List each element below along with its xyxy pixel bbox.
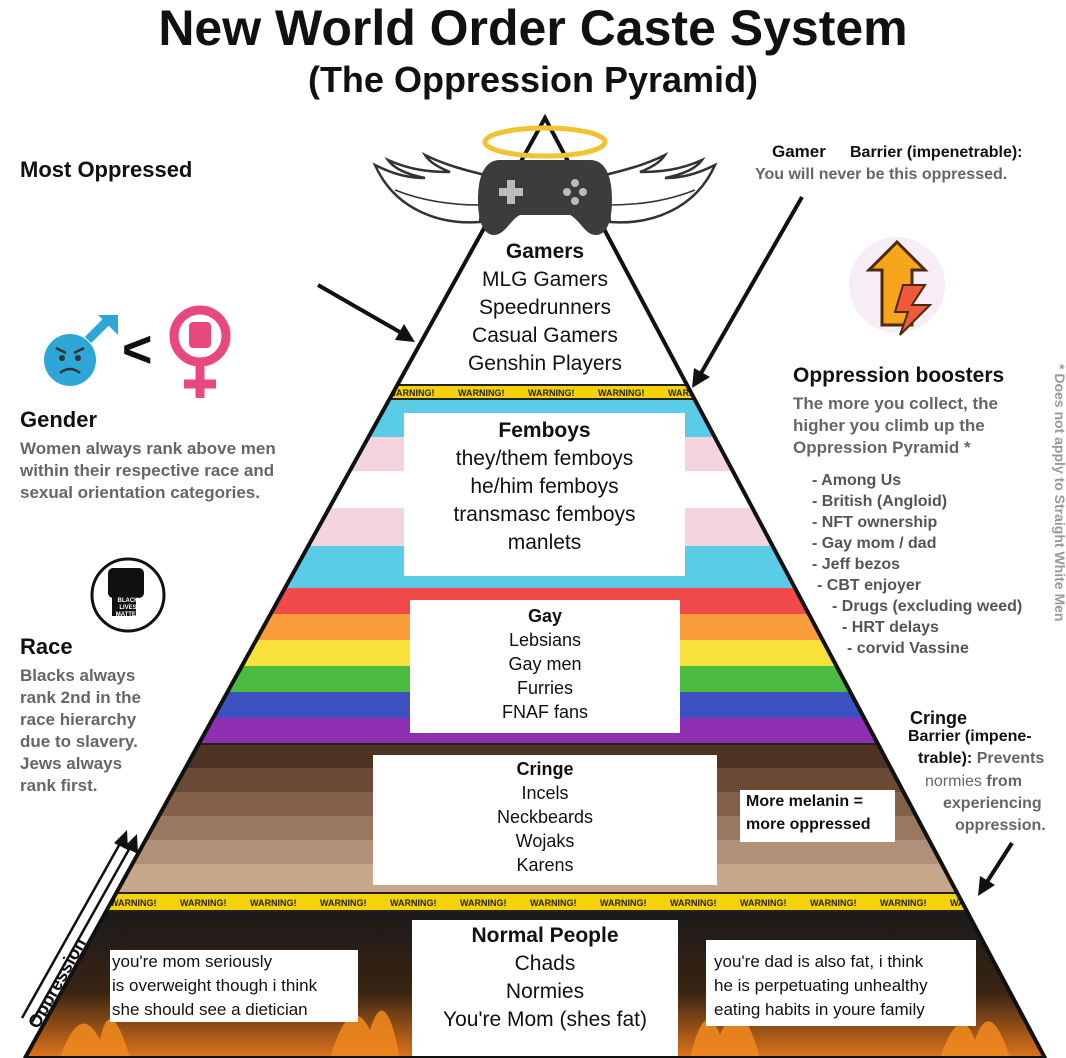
tier-gamers: Gamers MLG Gamers Speedrunners Casual Ga… xyxy=(445,238,645,380)
warning-label: WARNING! xyxy=(810,898,857,908)
less-than-symbol: < xyxy=(122,321,153,379)
blm-badge-icon xyxy=(90,557,166,633)
page-title: New World Order Caste System xyxy=(158,0,908,56)
warning-label: WARNING! xyxy=(390,898,437,908)
tier-item: Neckbeards xyxy=(496,807,594,827)
booster-item: - NFT ownership xyxy=(812,514,938,531)
cringe-barrier-subtitle: Barrier (impene- xyxy=(908,728,1032,745)
warning-label: WARNING! xyxy=(670,898,717,908)
warning-label: WARNING! xyxy=(950,898,997,908)
warning-label: WARNING! xyxy=(180,898,227,908)
booster-item: - Gay mom / dad xyxy=(812,535,937,552)
tier-item: Wojaks xyxy=(515,831,575,851)
tier-item: transmasc femboys xyxy=(453,503,636,526)
warning-label: WARNING! xyxy=(530,898,577,908)
tier-item: Chads xyxy=(514,952,576,975)
tier-item: Casual Gamers xyxy=(472,324,618,347)
tier-heading: Normal People xyxy=(471,924,619,947)
game-controller-icon xyxy=(478,160,612,235)
booster-item: - HRT delays xyxy=(842,619,939,636)
tier-item: Incels xyxy=(521,783,569,803)
warning-label: WARNING! xyxy=(460,898,507,908)
tier-heading: Cringe xyxy=(516,759,574,779)
oppression-booster-icon xyxy=(849,237,945,336)
tier-heading: Femboys xyxy=(498,419,591,442)
tier-normal: Normal People Chads Normies You're Mom (… xyxy=(412,920,678,1056)
cringe-barrier-line: oppression. xyxy=(955,817,1046,834)
melanin-note: More melanin = more oppressed xyxy=(740,790,895,842)
tier-heading: Gamers xyxy=(505,240,585,263)
warning-label: WARNING! xyxy=(600,898,647,908)
race-description: Blacks always rank 2nd in the race hiera… xyxy=(20,666,141,795)
cringe-barrier-line: normies from xyxy=(925,773,1022,790)
booster-item: - British (Angloid) xyxy=(812,493,948,510)
boosters-list: - Among Us - British (Angloid) - NFT own… xyxy=(812,470,1022,659)
cringe-barrier-arrow xyxy=(978,841,1014,896)
tier-femboys: Femboys they/them femboys he/him femboys… xyxy=(404,413,685,576)
gender-heading: Gender xyxy=(20,407,98,432)
gamer-barrier-text: You will never be this oppressed. xyxy=(755,166,1008,183)
gamer-barrier-subtitle: Barrier (impenetrable): xyxy=(850,144,1023,161)
tier-item: FNAF fans xyxy=(501,702,589,722)
tier-item: Speedrunners xyxy=(479,296,611,319)
bottom-left-note: you're mom seriously is overweight thoug… xyxy=(110,950,358,1022)
gamer-barrier-arrow xyxy=(692,196,804,388)
warning-label: WARNING! xyxy=(528,388,575,398)
female-symbol-icon xyxy=(169,305,231,398)
race-heading: Race xyxy=(20,634,73,659)
cringe-barrier-tape xyxy=(25,892,1045,912)
warning-label: WARNING! xyxy=(250,898,297,908)
warning-label: WARNING! xyxy=(320,898,367,908)
boosters-description: The more you collect, the higher you cli… xyxy=(793,394,998,457)
booster-item: - corvid Vassine xyxy=(847,640,969,657)
oppression-axis-arrows xyxy=(20,830,138,1023)
tier-item: Normies xyxy=(505,980,585,1003)
tier-item: Lebsians xyxy=(508,630,582,650)
most-oppressed-label: Most Oppressed xyxy=(20,157,193,182)
warning-label: WARNING! xyxy=(458,388,505,398)
tier-heading: Gay xyxy=(527,606,563,626)
tier-item: Karens xyxy=(516,855,574,875)
wing-right-icon xyxy=(603,151,718,224)
tier-item: he/him femboys xyxy=(470,475,619,498)
male-symbol-icon xyxy=(44,314,118,386)
tier-item: Genshin Players xyxy=(467,352,623,375)
wing-left-icon xyxy=(372,151,487,224)
warning-label: WARNING! xyxy=(388,388,435,398)
tier-item: You're Mom (shes fat) xyxy=(443,1008,647,1031)
tier-item: Gay men xyxy=(508,654,582,674)
booster-item: - Jeff bezos xyxy=(812,556,901,573)
bottom-right-note: you're dad is also fat, i think he is pe… xyxy=(706,940,976,1026)
tier-item: manlets xyxy=(507,531,582,554)
cringe-barrier-line: experiencing xyxy=(943,795,1042,812)
tier-item: Furries xyxy=(516,678,573,698)
page-subtitle: (The Oppression Pyramid) xyxy=(307,59,759,100)
warning-label: WARNING! xyxy=(598,388,645,398)
cringe-barrier-title: Cringe xyxy=(910,708,968,728)
most-oppressed-arrow xyxy=(317,283,415,342)
boosters-footnote: * Does not apply to Straight White Men xyxy=(1052,364,1066,622)
boosters-heading: Oppression boosters xyxy=(793,364,1005,387)
booster-item: - CBT enjoyer xyxy=(817,577,922,594)
tier-gay: Gay Lebsians Gay men Furries FNAF fans xyxy=(410,600,680,733)
warning-label: WARNING! xyxy=(740,898,787,908)
booster-item: - Among Us xyxy=(812,472,902,489)
tier-item: MLG Gamers xyxy=(481,268,609,291)
booster-item: - Drugs (excluding weed) xyxy=(832,598,1023,615)
tier-item: they/them femboys xyxy=(455,447,634,470)
warning-label: WARNING! xyxy=(110,898,157,908)
warning-label: WARNING! xyxy=(880,898,927,908)
gamer-barrier-title: Gamer xyxy=(772,142,826,161)
tier-cringe: Cringe Incels Neckbeards Wojaks Karens xyxy=(373,755,717,885)
cringe-barrier-line: trable): Prevents xyxy=(918,750,1045,767)
halo-icon xyxy=(482,125,608,159)
gender-description: Women always rank above men within their… xyxy=(20,439,276,502)
